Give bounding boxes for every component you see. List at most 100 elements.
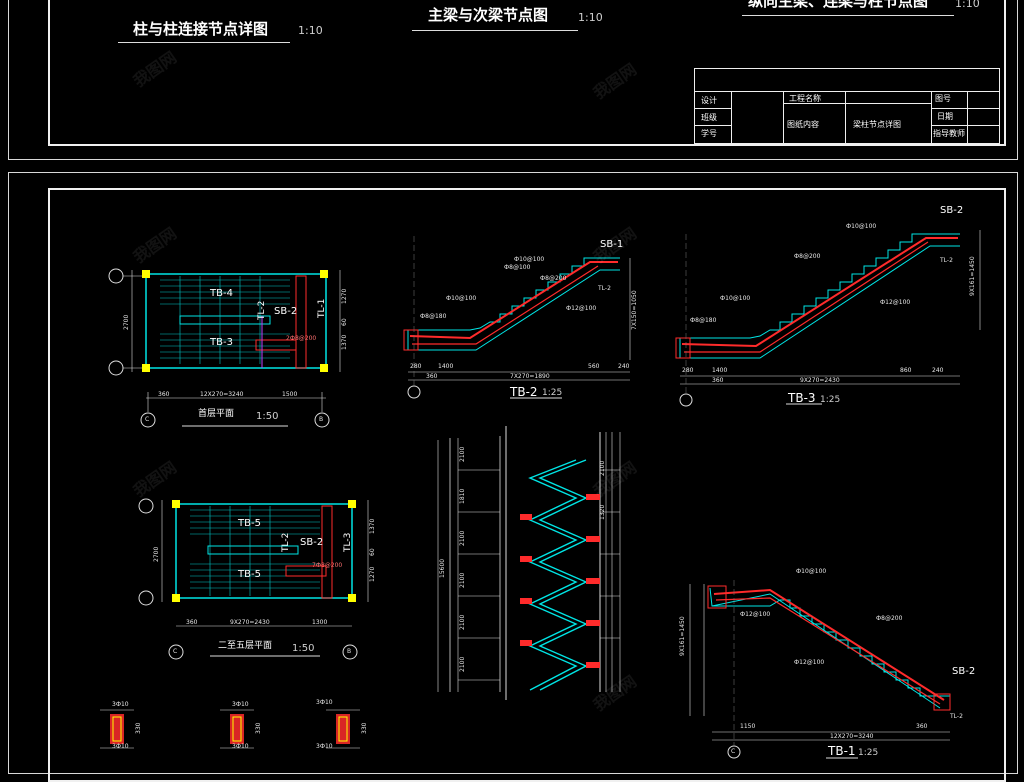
tb2-bar-2: Ф8@100 [504,264,531,271]
tb1-dim-3: 360 [916,723,928,730]
detail3-bar-top: 3Ф10 [316,699,333,706]
stair-tb1 [689,580,951,759]
tb2-label: TB-2 [510,385,538,399]
plan1-tl-b: TL-1 [317,298,327,318]
plan1-dim-left: 2700 [123,314,130,330]
tb3-bar-2: Ф8@200 [794,253,821,260]
title-main-beam-joint: 纵向主梁、连梁与柱节点图 [748,0,929,10]
detail3-dim: 330 [361,722,368,734]
tb3-dim-6: 360 [712,377,724,384]
tb3-bar-3: Ф10@100 [720,295,751,302]
scale-main-beam-joint: 1:10 [955,0,980,10]
tb1-label: TB-1 [828,744,856,758]
tb-content-label: 图纸内容 [787,120,819,129]
detail2-dim: 330 [255,722,262,734]
tb-content-value: 梁柱节点详图 [853,120,901,129]
plan1-sb: SB-2 [274,306,298,317]
tb2-bar-3: Ф10@100 [446,295,477,302]
tb2-dim-2: 1400 [438,363,454,370]
title-beam-joint: 主梁与次梁节点图 [428,6,549,24]
detail2-bar-top: 3Ф10 [232,701,249,708]
section-height-5: 2100 [459,614,466,630]
plan1-dim-right-2: 60 [341,318,348,326]
plan2-dim-right-1: 1370 [369,518,376,534]
detail2-bar-bot: 3Ф10 [232,743,249,750]
top-sheet-border [8,0,1018,160]
tb-date-label: 日期 [937,112,953,121]
stair-section [437,426,621,700]
tb2-tl: TL-2 [598,285,611,292]
tb-grid [695,91,999,143]
section-height-3: 2100 [459,530,466,546]
tb3-dim-1: 280 [682,367,694,374]
tb2-bar-5: Ф12@100 [566,305,597,312]
plan1-tb-bot: TB-3 [210,337,233,348]
tb2-bar-1: Ф10@100 [514,256,545,263]
plan1-tb-top: TB-4 [210,288,233,299]
plan2-dim-bot-3: 1300 [312,619,328,626]
plan1-axis-right: B [319,416,324,423]
tb1-scale: 1:25 [858,748,879,758]
tb1-rise: 9X161=1450 [679,616,686,656]
tb2-dim-6: 360 [426,373,438,380]
tb-drawing-no-label: 图号 [935,94,951,103]
plan2-sb: SB-2 [300,537,324,548]
title-block: 工程名称 图号 设计 日期 班级 图纸内容 梁柱节点详图 学号 指导教师 [694,68,1000,144]
tb1-bar-2: Ф12@100 [740,611,771,618]
scale-beam-joint: 1:10 [578,11,603,24]
tb-row1 [695,69,999,92]
title-column-joint: 柱与柱连接节点详图 [133,20,269,38]
plan2-dim-right-2: 60 [369,548,376,556]
plan-ground-floor [108,268,341,428]
tb-project-name-label: 工程名称 [789,94,821,103]
plan1-title: 首层平面 [198,409,235,419]
detail1-dim: 330 [135,722,142,734]
plan2-tb-bot: TB-5 [238,569,261,580]
plan2-dim-left: 2700 [153,546,160,562]
tb2-rise: 7X150=1050 [631,290,638,330]
plan1-scale: 1:50 [256,411,279,422]
plan2-dim-right-3: 1270 [369,566,376,582]
underline-beam-joint [412,30,578,31]
scale-column-joint: 1:10 [298,24,323,37]
tb1-tl: TL-2 [950,713,963,720]
section-height-2: 1810 [459,488,466,504]
plan2-bar: 7Ф8@200 [312,562,343,569]
tb1-sb: SB-2 [952,666,976,677]
section-height-8: 1320 [599,504,606,520]
tb3-sb: SB-2 [940,205,964,216]
detail3-bar-bot: 3Ф10 [316,743,333,750]
plan2-tl-a: TL-2 [281,532,291,552]
plan1-dim-bot-1: 360 [158,391,170,398]
tb3-dim-5: 240 [932,367,944,374]
plan1-dim-right-1: 1270 [341,288,348,304]
tb3-dim-4: 860 [900,367,912,374]
tb1-dim-1: 1150 [740,723,756,730]
tb3-rise: 9X161=1450 [969,256,976,296]
detail1-bar-bot: 3Ф10 [112,743,129,750]
top-sheet-frame [48,0,1006,146]
section-height-total: 15600 [439,558,446,578]
tb-instructor-label: 指导教师 [933,129,965,138]
plan2-dim-bot-1: 360 [186,619,198,626]
plan2-dim-bot-2: 9X270=2430 [230,619,270,626]
plan2-title: 二至五层平面 [218,641,273,651]
tb2-bar-6: Ф8@200 [540,275,567,282]
plan2-scale: 1:50 [292,643,315,654]
tb-student-id-label: 学号 [701,129,717,138]
tb3-label: TB-3 [788,391,816,405]
tb3-scale: 1:25 [820,395,841,405]
tb1-bar-4: Ф12@100 [794,659,825,666]
section-height-4: 2100 [459,572,466,588]
tb2-dim-5: 240 [618,363,630,370]
plan-typical-floor [138,498,369,660]
tb1-bar-3: Ф8@200 [876,615,903,622]
plan1-bar: 2Ф8@200 [286,335,317,342]
tb2-dim-3: 7X270=1890 [510,373,550,380]
tb1-bar-1: Ф10@100 [796,568,827,575]
tb3-bar-1: Ф10@100 [846,223,877,230]
tb2-dim-4: 560 [588,363,600,370]
plan2-axis-right: B [347,648,352,655]
plan1-tl-a: TL-2 [257,300,267,320]
